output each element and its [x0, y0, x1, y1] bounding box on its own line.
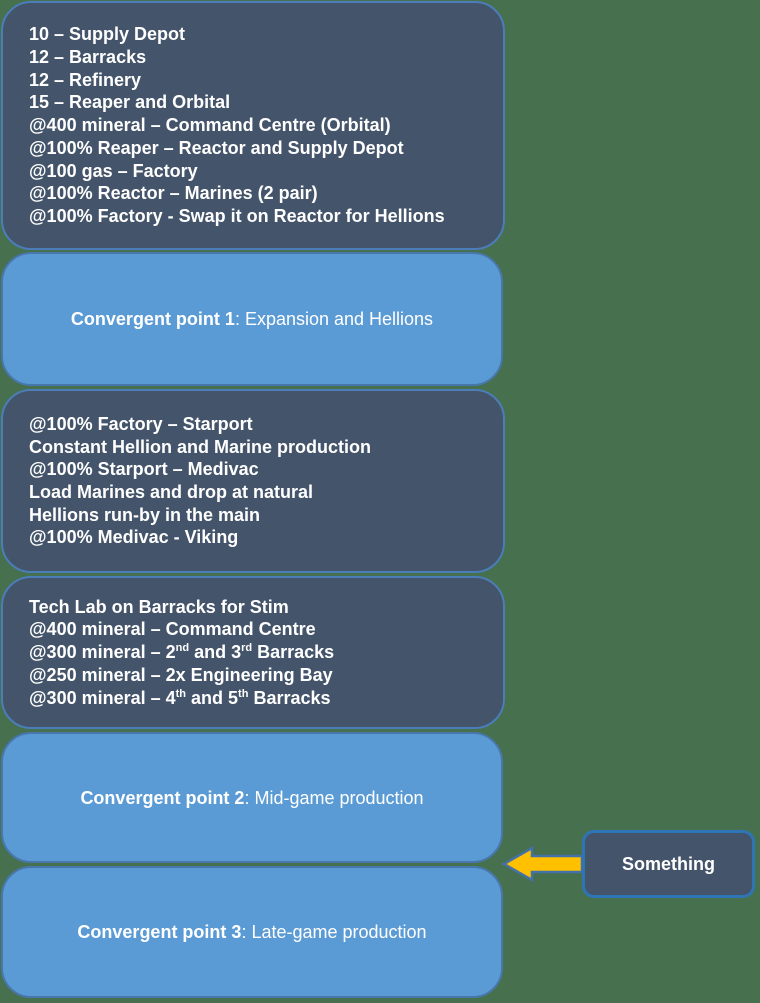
convergent-point-3-description: : Late-game production — [241, 922, 427, 942]
build-step: @100% Factory - Swap it on Reactor for H… — [29, 205, 445, 226]
arrow-left-shape — [501, 845, 584, 883]
build-step: @100% Reactor – Marines (2 pair) — [29, 183, 318, 204]
convergent-point-1-title: Convergent point 1 — [70, 309, 235, 329]
convergent-point-2-box: Convergent point 2: Mid-game production — [1, 732, 503, 863]
arrow-left-icon — [501, 845, 584, 883]
build-step: @100 gas – Factory — [29, 160, 198, 181]
build-step: 15 – Reaper and Orbital — [29, 92, 231, 113]
annotation-box: Something — [582, 830, 755, 898]
build-order-box-tech: Tech Lab on Barracks for Stim@400 minera… — [1, 576, 505, 729]
build-step: @100% Reaper – Reactor and Supply Depot — [29, 137, 404, 158]
build-step: @100% Starport – Medivac — [29, 459, 259, 480]
convergent-point-2-label: Convergent point 2: Mid-game production — [80, 786, 423, 810]
build-step: Constant Hellion and Marine production — [29, 436, 371, 457]
build-step: 12 – Barracks — [29, 47, 147, 68]
build-step: Tech Lab on Barracks for Stim — [29, 596, 289, 617]
annotation-label: Something — [622, 853, 715, 874]
build-step: @250 mineral – 2x Engineering Bay — [29, 664, 333, 685]
build-step: @100% Medivac - Viking — [29, 527, 239, 548]
convergent-point-1-label: Convergent point 1: Expansion and Hellio… — [71, 307, 433, 331]
convergent-point-3-title: Convergent point 3 — [77, 922, 242, 942]
build-step: 10 – Supply Depot — [29, 24, 186, 45]
convergent-point-2-title: Convergent point 2 — [80, 787, 245, 808]
build-step: 12 – Refinery — [29, 69, 142, 90]
convergent-point-1-box: Convergent point 1: Expansion and Hellio… — [1, 252, 503, 386]
build-step: @300 mineral – 2nd and 3rd Barracks — [29, 642, 335, 663]
convergent-point-2-description: : Mid-game production — [244, 787, 424, 808]
convergent-point-3-box: Convergent point 3: Late-game production — [1, 866, 503, 998]
build-step: Hellions run-by in the main — [29, 504, 261, 525]
build-step: @400 mineral – Command Centre — [29, 619, 316, 640]
convergent-point-3-label: Convergent point 3: Late-game production — [77, 920, 426, 944]
build-step: @300 mineral – 4th and 5th Barracks — [29, 687, 331, 708]
build-step: @100% Factory – Starport — [29, 413, 253, 434]
convergent-point-1-description: : Expansion and Hellions — [234, 309, 434, 329]
build-step: Load Marines and drop at natural — [29, 482, 314, 502]
build-step: @400 mineral – Command Centre (Orbital) — [29, 115, 391, 136]
